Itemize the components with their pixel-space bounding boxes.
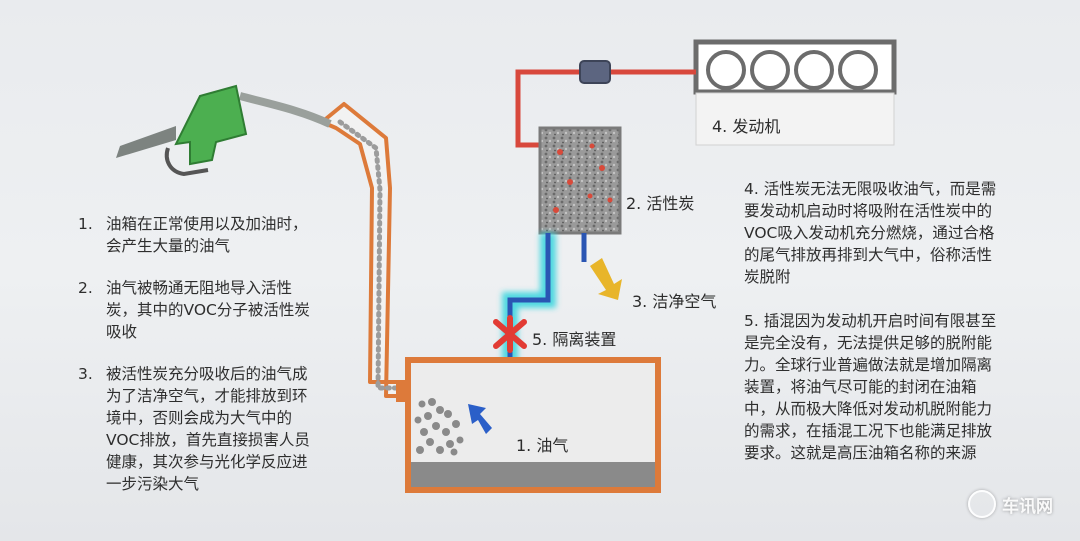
clean-air-arrow xyxy=(590,258,622,300)
fuel-nozzle-icon xyxy=(116,84,332,177)
liquid-fuel xyxy=(411,462,655,487)
carbon-canister xyxy=(538,126,622,235)
filler-pipe xyxy=(320,102,410,398)
carbon-particles xyxy=(553,143,613,213)
isolation-valve-icon xyxy=(493,315,527,353)
left-explanation-list: 1. 油箱在正常使用以及加油时，会产生大量的油气 2. 油气被畅通无阻地导入活性… xyxy=(78,213,318,515)
watermark-logo: 车讯网 xyxy=(968,490,1053,518)
engine-label: 4. 发动机 xyxy=(712,117,781,136)
isolation-label: 5. 隔离装置 xyxy=(532,330,617,349)
vapor-label: 1. 油气 xyxy=(516,436,569,455)
filler-flange xyxy=(396,380,410,402)
engine-label-panel xyxy=(695,92,895,146)
note-desorption: 4. 活性炭无法无限吸收油气，而是需要发动机启动时将吸附在活性炭中的VOC吸入发… xyxy=(744,180,997,286)
list-item: 3. 被活性炭充分吸收后的油气成为了洁净空气，才能排放到环境中，否则会成为大气中… xyxy=(78,365,310,493)
purge-valve-block xyxy=(579,60,611,84)
vapor-flow-arrow xyxy=(468,404,492,434)
watermark-circle-icon xyxy=(968,490,996,518)
list-item: 2. 油气被畅通无阻地导入活性炭，其中的VOC分子被活性炭吸收 xyxy=(78,279,310,341)
vapor-particles xyxy=(414,398,464,456)
clean-air-label: 3. 洁净空气 xyxy=(632,292,717,311)
engine-cylinders-icon xyxy=(706,50,878,90)
filler-beads xyxy=(337,119,405,391)
list-item: 1. 油箱在正常使用以及加油时，会产生大量的油气 xyxy=(78,215,308,255)
right-explanation-notes: 4. 活性炭无法无限吸收油气，而是需要发动机启动时将吸附在活性炭中的VOC吸入发… xyxy=(744,178,1004,486)
carbon-label: 2. 活性炭 xyxy=(626,194,695,213)
note-isolation: 5. 插混因为发动机开启时间有限甚至是完全没有，无法提供足够的脱附能力。全球行业… xyxy=(744,312,997,462)
vapor-pipe-glow xyxy=(502,233,556,378)
